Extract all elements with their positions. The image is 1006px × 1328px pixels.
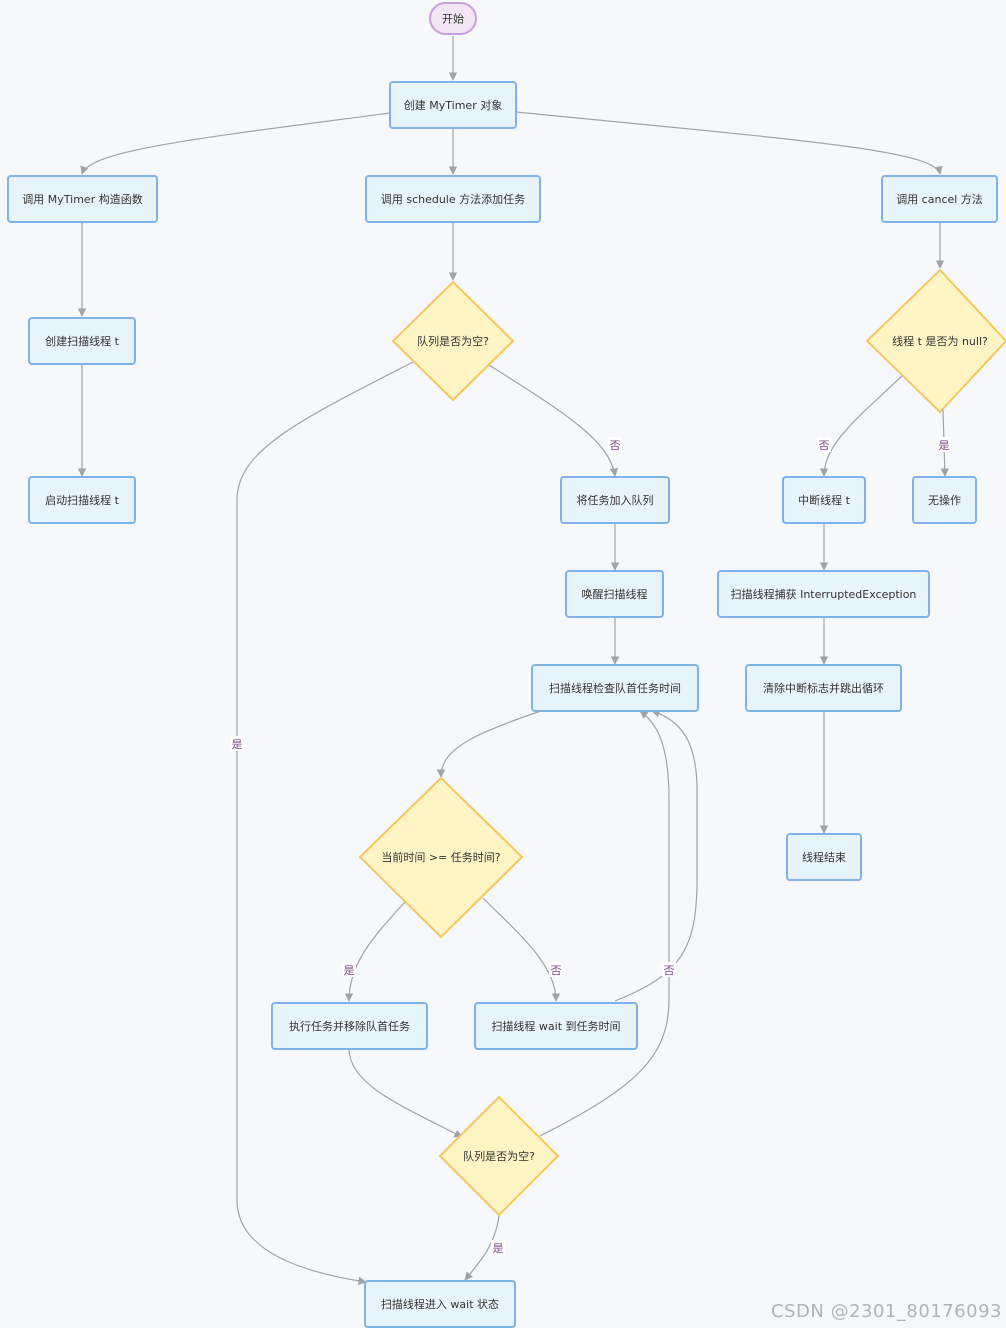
node-interrupt: 中断线程 t — [782, 476, 866, 524]
node-start: 开始 — [429, 2, 477, 35]
node-add-task: 将任务加入队列 — [560, 476, 670, 524]
edge-label-yes-queue: 是 — [230, 736, 244, 751]
node-thread-null-label: 线程 t 是否为 null? — [892, 334, 988, 348]
edge-label-text: 是 — [939, 439, 950, 452]
node-queue-empty-1: 队列是否为空? — [391, 280, 515, 402]
edge-queue-empty-yes — [236, 361, 414, 1286]
edge-check-to-compare — [436, 710, 542, 778]
node-check-head-label: 扫描线程检查队首任务时间 — [549, 681, 681, 695]
node-check-head: 扫描线程检查队首任务时间 — [531, 664, 699, 712]
edge-compare-yes — [344, 901, 406, 1002]
edge-queue-empty-no — [488, 364, 619, 477]
node-time-compare-label: 当前时间 >= 任务时间? — [381, 850, 500, 864]
node-queue-empty-2-label: 队列是否为空? — [463, 1149, 535, 1163]
node-start-label: 开始 — [442, 12, 464, 26]
edge-create-to-cancel — [515, 111, 943, 175]
node-enter-wait-label: 扫描线程进入 wait 状态 — [381, 1297, 499, 1311]
node-wake-thread-label: 唤醒扫描线程 — [582, 587, 648, 601]
node-no-op-label: 无操作 — [928, 493, 961, 507]
watermark: CSDN @2301_80176093 — [771, 1301, 1002, 1322]
node-catch-interrupt-label: 扫描线程捕获 InterruptedException — [731, 587, 917, 601]
nodes: 开始 创建 MyTimer 对象 调用 MyTimer 构造函数 调用 sche… — [7, 2, 1006, 1328]
edge-queue2-yes — [464, 1215, 500, 1281]
edge-label-no-compare: 否 — [549, 962, 563, 977]
edge-label-yes-null: 是 — [937, 437, 951, 452]
node-clear-flag-label: 清除中断标志并跳出循环 — [763, 681, 884, 695]
edge-create-to-constructor — [80, 112, 391, 175]
node-thread-end-label: 线程结束 — [802, 850, 846, 864]
node-wait-until: 扫描线程 wait 到任务时间 — [474, 1002, 638, 1050]
node-call-schedule: 调用 schedule 方法添加任务 — [365, 175, 541, 223]
node-call-cancel-label: 调用 cancel 方法 — [896, 192, 983, 206]
edge-compare-no — [482, 897, 561, 1002]
edge-label-yes-compare: 是 — [342, 962, 356, 977]
edge-label-no-null: 否 — [817, 437, 831, 452]
node-add-task-label: 将任务加入队列 — [577, 493, 654, 507]
node-create-thread: 创建扫描线程 t — [28, 317, 136, 365]
edge-label-text: 否 — [610, 439, 621, 452]
node-clear-flag: 清除中断标志并跳出循环 — [745, 664, 902, 712]
node-thread-null: 线程 t 是否为 null? — [865, 268, 1006, 414]
edge-null-no — [819, 375, 903, 477]
node-call-constructor-label: 调用 MyTimer 构造函数 — [22, 192, 142, 206]
node-enter-wait: 扫描线程进入 wait 状态 — [364, 1280, 516, 1328]
edge-label-text: 否 — [664, 964, 675, 977]
node-start-thread-label: 启动扫描线程 t — [45, 493, 119, 507]
edge-label-text: 是 — [493, 1242, 504, 1255]
node-call-constructor: 调用 MyTimer 构造函数 — [7, 175, 158, 223]
node-queue-empty-2: 队列是否为空? — [438, 1095, 560, 1217]
edge-label-text: 是 — [344, 964, 355, 977]
node-queue-empty-1-label: 队列是否为空? — [417, 334, 489, 348]
edge-label-yes-queue2: 是 — [491, 1240, 505, 1255]
node-exec-task: 执行任务并移除队首任务 — [271, 1002, 428, 1050]
node-interrupt-label: 中断线程 t — [798, 493, 850, 507]
node-no-op: 无操作 — [912, 476, 977, 524]
node-time-compare: 当前时间 >= 任务时间? — [358, 776, 524, 939]
edge-labels: 否 是 否 是 是 否 否 是 — [230, 437, 951, 1255]
edge-exec-to-queue-empty — [348, 1048, 463, 1138]
edge-label-no-queue2: 否 — [662, 962, 676, 977]
edge-label-text: 否 — [819, 439, 830, 452]
edges — [77, 36, 949, 1286]
node-wake-thread: 唤醒扫描线程 — [565, 570, 664, 618]
node-call-cancel: 调用 cancel 方法 — [881, 175, 998, 223]
edge-wait-back-to-check — [614, 709, 698, 1002]
node-catch-interrupt: 扫描线程捕获 InterruptedException — [717, 570, 930, 618]
edge-label-text: 是 — [232, 738, 243, 751]
edge-label-text: 否 — [551, 964, 562, 977]
edge-label-no-queue: 否 — [608, 437, 622, 452]
edge-queue2-no-back — [539, 710, 670, 1137]
node-call-schedule-label: 调用 schedule 方法添加任务 — [381, 192, 525, 206]
node-create-timer-label: 创建 MyTimer 对象 — [404, 98, 502, 112]
node-exec-task-label: 执行任务并移除队首任务 — [289, 1019, 410, 1033]
node-create-thread-label: 创建扫描线程 t — [45, 334, 119, 348]
node-start-thread: 启动扫描线程 t — [28, 476, 136, 524]
node-create-timer: 创建 MyTimer 对象 — [389, 81, 517, 129]
node-thread-end: 线程结束 — [786, 833, 862, 881]
node-wait-until-label: 扫描线程 wait 到任务时间 — [491, 1019, 620, 1033]
